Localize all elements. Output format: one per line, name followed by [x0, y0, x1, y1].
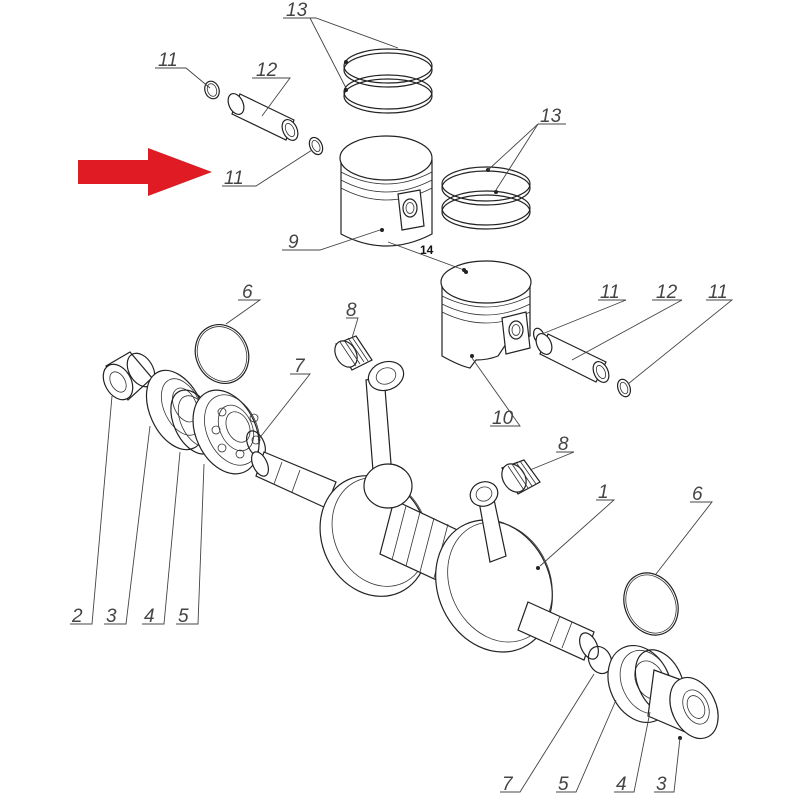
label-circlip-r1: 11 [600, 282, 620, 303]
label-ring-top: 13 [286, 0, 308, 21]
circlip-top [204, 80, 220, 100]
seal-7-right [587, 645, 613, 675]
label-part-4-right: 4 [616, 774, 627, 795]
label-oring-right: 6 [692, 484, 703, 505]
label-circlip-top: 11 [158, 50, 178, 71]
label-part-3-left: 3 [106, 606, 117, 627]
circlip-arrow [308, 136, 324, 156]
connecting-rod-left [363, 360, 413, 509]
label-bearing-8-top: 8 [346, 300, 357, 321]
piston-rings-right [441, 166, 531, 230]
needle-bearing-top [334, 335, 373, 371]
piston-9 [339, 135, 433, 247]
piston-pin-right [535, 333, 610, 383]
leader-lines [70, 17, 734, 793]
label-piston-9: 9 [288, 232, 299, 253]
label-circlip-r2: 11 [708, 282, 728, 303]
bearing-5-left [192, 389, 261, 475]
label-crank-1: 1 [598, 482, 609, 503]
label-seal-7-left: 7 [294, 356, 306, 377]
label-part-3-right: 3 [656, 774, 667, 795]
label-part-7-right: 7 [502, 774, 514, 795]
piston-rings-top [343, 48, 433, 114]
part-3-right [647, 669, 719, 740]
circlip-right-2 [616, 378, 632, 398]
needle-bearing-mid [501, 459, 541, 495]
o-ring-right [623, 572, 679, 636]
piston-pin-top [227, 93, 299, 141]
label-piston-link: 14 [420, 243, 434, 257]
piston-10 [440, 260, 532, 369]
red-arrow-indicator [78, 148, 212, 196]
label-sleeve-2: 2 [71, 606, 83, 627]
label-pin-top: 12 [256, 60, 278, 81]
label-pin-right: 12 [656, 282, 678, 303]
label-circlip-arrow: 11 [224, 168, 244, 189]
label-piston-10: 10 [492, 408, 514, 429]
part-labels: 13 11 12 11 14 9 13 6 8 7 11 12 11 10 8 … [71, 0, 728, 795]
label-part-5-left: 5 [178, 606, 189, 627]
connecting-rod-right [469, 481, 507, 563]
label-ring-right: 13 [540, 106, 562, 127]
o-ring-left [194, 324, 250, 384]
crankshaft-1 [251, 451, 599, 661]
label-part-5-right: 5 [558, 774, 569, 795]
label-oring-left: 6 [242, 282, 253, 303]
label-bearing-8-mid: 8 [558, 434, 569, 455]
label-part-4-left: 4 [144, 606, 155, 627]
